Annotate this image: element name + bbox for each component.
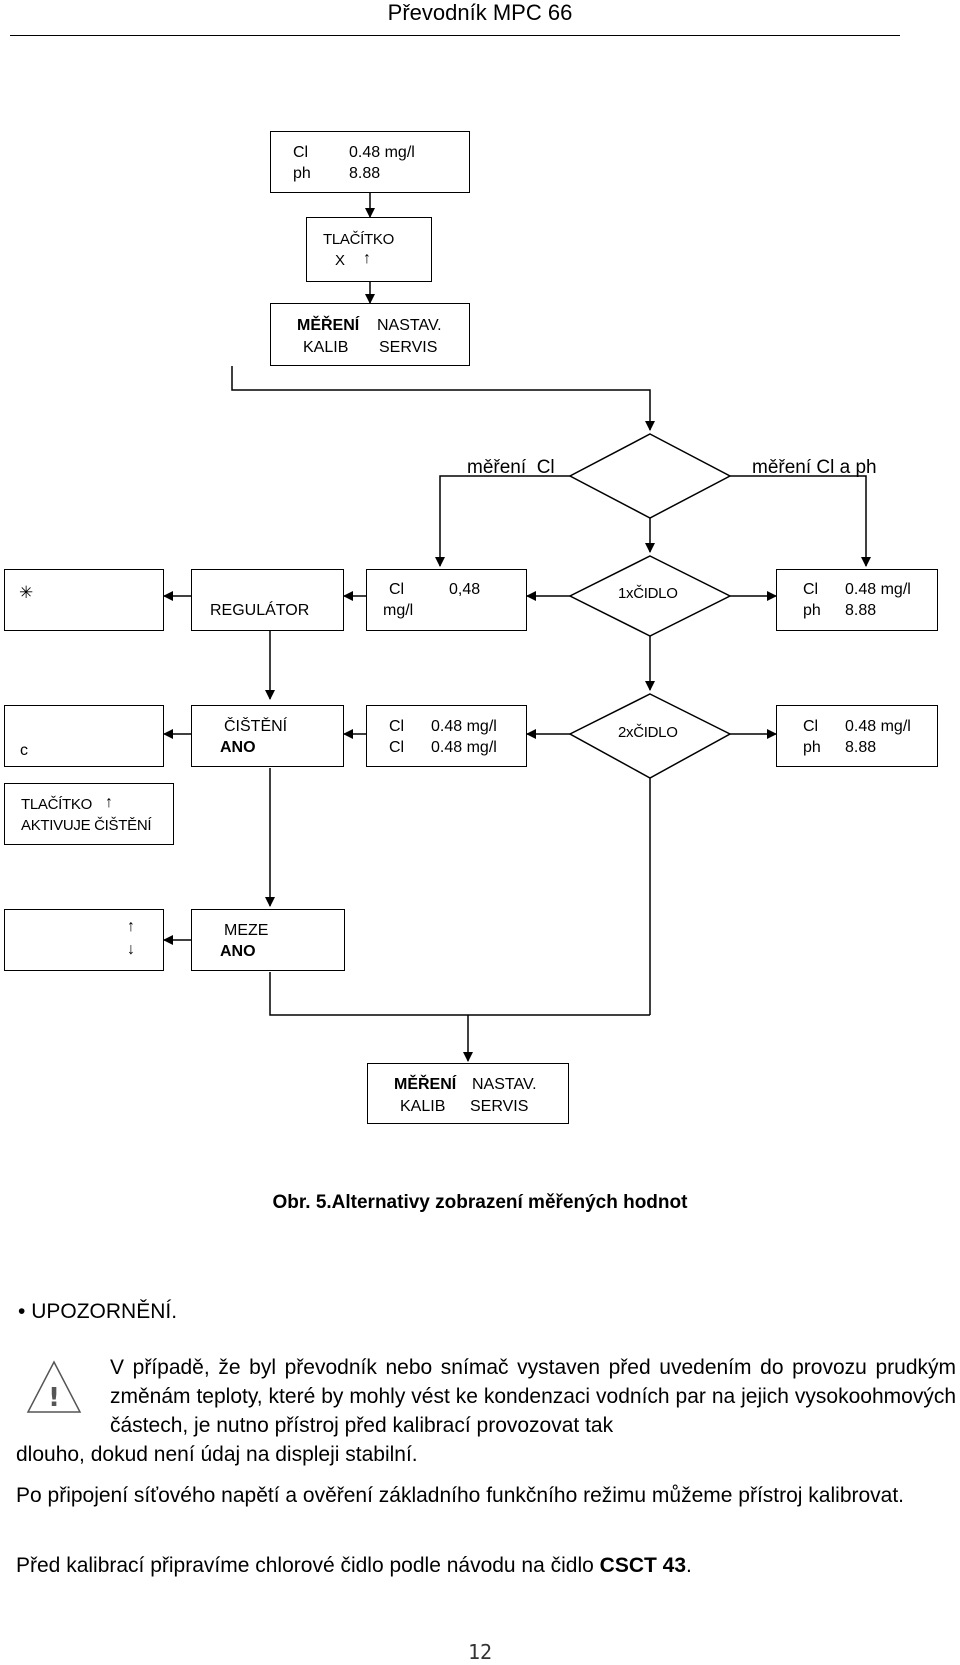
- warning-title: UPOZORNĚNÍ.: [31, 1300, 178, 1323]
- limits-value: ANO: [220, 943, 256, 960]
- header-rule: [10, 35, 900, 36]
- updown-box: ↑ ↓: [4, 909, 164, 971]
- cl-label: Cl: [389, 739, 405, 756]
- menu-service: SERVIS: [470, 1098, 529, 1115]
- sensor-model: CSCT 43: [599, 1554, 687, 1577]
- cl-unit: mg/l: [383, 602, 414, 619]
- limits-label: MEZE: [224, 922, 269, 939]
- decision-label-left: měření Cl: [467, 457, 555, 478]
- display-value: 0.48 mg/l: [349, 144, 415, 161]
- cl-value: 0.48 mg/l: [431, 739, 497, 756]
- display-label: Cl: [293, 144, 309, 161]
- display-label: ph: [803, 602, 821, 619]
- bullet-icon: •: [18, 1300, 26, 1323]
- arrow-up-icon: ↑: [363, 250, 371, 267]
- svg-text:!: !: [48, 1383, 60, 1413]
- figure-caption: Obr. 5.Alternativy zobrazení měřených ho…: [272, 1192, 688, 1213]
- regulator-label: REGULÁTOR: [210, 602, 310, 619]
- page-header: Převodník MPC 66: [387, 0, 573, 25]
- display-label: ph: [293, 165, 311, 182]
- right-box-row2: Cl 0.48 mg/l ph 8.88: [776, 705, 938, 767]
- cl-box-row2: Cl 0.48 mg/l Cl 0.48 mg/l: [366, 705, 527, 767]
- cleaning-value: ANO: [220, 739, 256, 756]
- asterisk-box: ✳: [4, 569, 164, 631]
- menu-service: SERVIS: [379, 339, 438, 356]
- display-label: Cl: [803, 718, 819, 735]
- arrow-up-icon: ↑: [105, 794, 113, 811]
- menu-box-1: MĚŘENÍ NASTAV. KALIB SERVIS: [270, 303, 470, 366]
- flowchart-connectors: [163, 193, 871, 1062]
- display-label: Cl: [803, 581, 819, 598]
- c-box: c: [4, 705, 164, 767]
- asterisk-icon: ✳: [19, 583, 34, 602]
- line-menu-to-decision: [231, 366, 655, 431]
- menu-measure: MĚŘENÍ: [394, 1076, 457, 1093]
- body-paragraph: Po připojení síťového napětí a ověření z…: [16, 1484, 905, 1507]
- activate-action: AKTIVUJE ČIŠTĚNÍ: [21, 817, 152, 834]
- arrow-to-cl-box: [435, 475, 570, 567]
- right-box-row1: Cl 0.48 mg/l ph 8.88: [776, 569, 938, 631]
- cleaning-box: ČIŠTĚNÍ ANO: [191, 705, 344, 767]
- page-number: 12: [467, 1640, 493, 1664]
- warning-triangle-icon: !: [26, 1360, 82, 1413]
- menu-calib: KALIB: [303, 339, 349, 356]
- sensor-suffix: .: [686, 1554, 692, 1577]
- top-display-box: Cl 0.48 mg/l ph 8.88: [270, 131, 470, 193]
- sensor-text: Před kalibrací připravíme chlorové čidlo…: [16, 1554, 600, 1577]
- cl-value: 0,48: [449, 581, 481, 598]
- display-value: 8.88: [845, 602, 877, 619]
- diamond-1-label: 1xČIDLO: [618, 585, 678, 602]
- warning-paragraph-end: dlouho, dokud není údaj na displeji stab…: [16, 1443, 418, 1466]
- cl-box-row1: Cl 0,48 mg/l: [366, 569, 527, 631]
- arrow-up-icon: ↑: [127, 918, 135, 935]
- button-box: TLAČÍTKO X ↑: [306, 217, 432, 282]
- cleaning-label: ČIŠTĚNÍ: [224, 718, 288, 735]
- menu-calib: KALIB: [400, 1098, 446, 1115]
- button-label: TLAČÍTKO: [323, 231, 394, 248]
- cl-label: Cl: [389, 718, 405, 735]
- menu-settings: NASTAV.: [377, 317, 442, 334]
- activate-label: TLAČÍTKO: [21, 796, 92, 813]
- warning-heading: • UPOZORNĚNÍ.: [18, 1300, 177, 1324]
- button-key: X: [335, 252, 345, 269]
- cl-label: Cl: [389, 581, 405, 598]
- display-value: 8.88: [349, 165, 381, 182]
- display-label: ph: [803, 739, 821, 756]
- display-value: 8.88: [845, 739, 877, 756]
- decision-diamond-1: [568, 433, 732, 519]
- arrow-down-icon: ↓: [127, 941, 135, 958]
- display-value: 0.48 mg/l: [845, 718, 911, 735]
- regulator-box: REGULÁTOR: [191, 569, 344, 631]
- display-value: 0.48 mg/l: [845, 581, 911, 598]
- decision-label-right: měření Cl a ph: [752, 457, 877, 478]
- activate-cleaning-box: TLAČÍTKO ↑ AKTIVUJE ČIŠTĚNÍ: [4, 783, 174, 845]
- menu-box-2: MĚŘENÍ NASTAV. KALIB SERVIS: [367, 1063, 569, 1124]
- c-label: c: [20, 742, 28, 759]
- body-paragraph-sensor: Před kalibrací připravíme chlorové čidlo…: [16, 1551, 956, 1580]
- warning-paragraph: V případě, že byl převodník nebo snímač …: [110, 1356, 956, 1437]
- menu-measure: MĚŘENÍ: [297, 317, 360, 334]
- limits-box: MEZE ANO: [191, 909, 345, 971]
- arrow-to-right-box-1: [730, 475, 871, 567]
- line-limits-join: [269, 972, 650, 1016]
- cl-value: 0.48 mg/l: [431, 718, 497, 735]
- menu-settings: NASTAV.: [472, 1076, 537, 1093]
- diamond-3-label: 2xČIDLO: [618, 724, 678, 741]
